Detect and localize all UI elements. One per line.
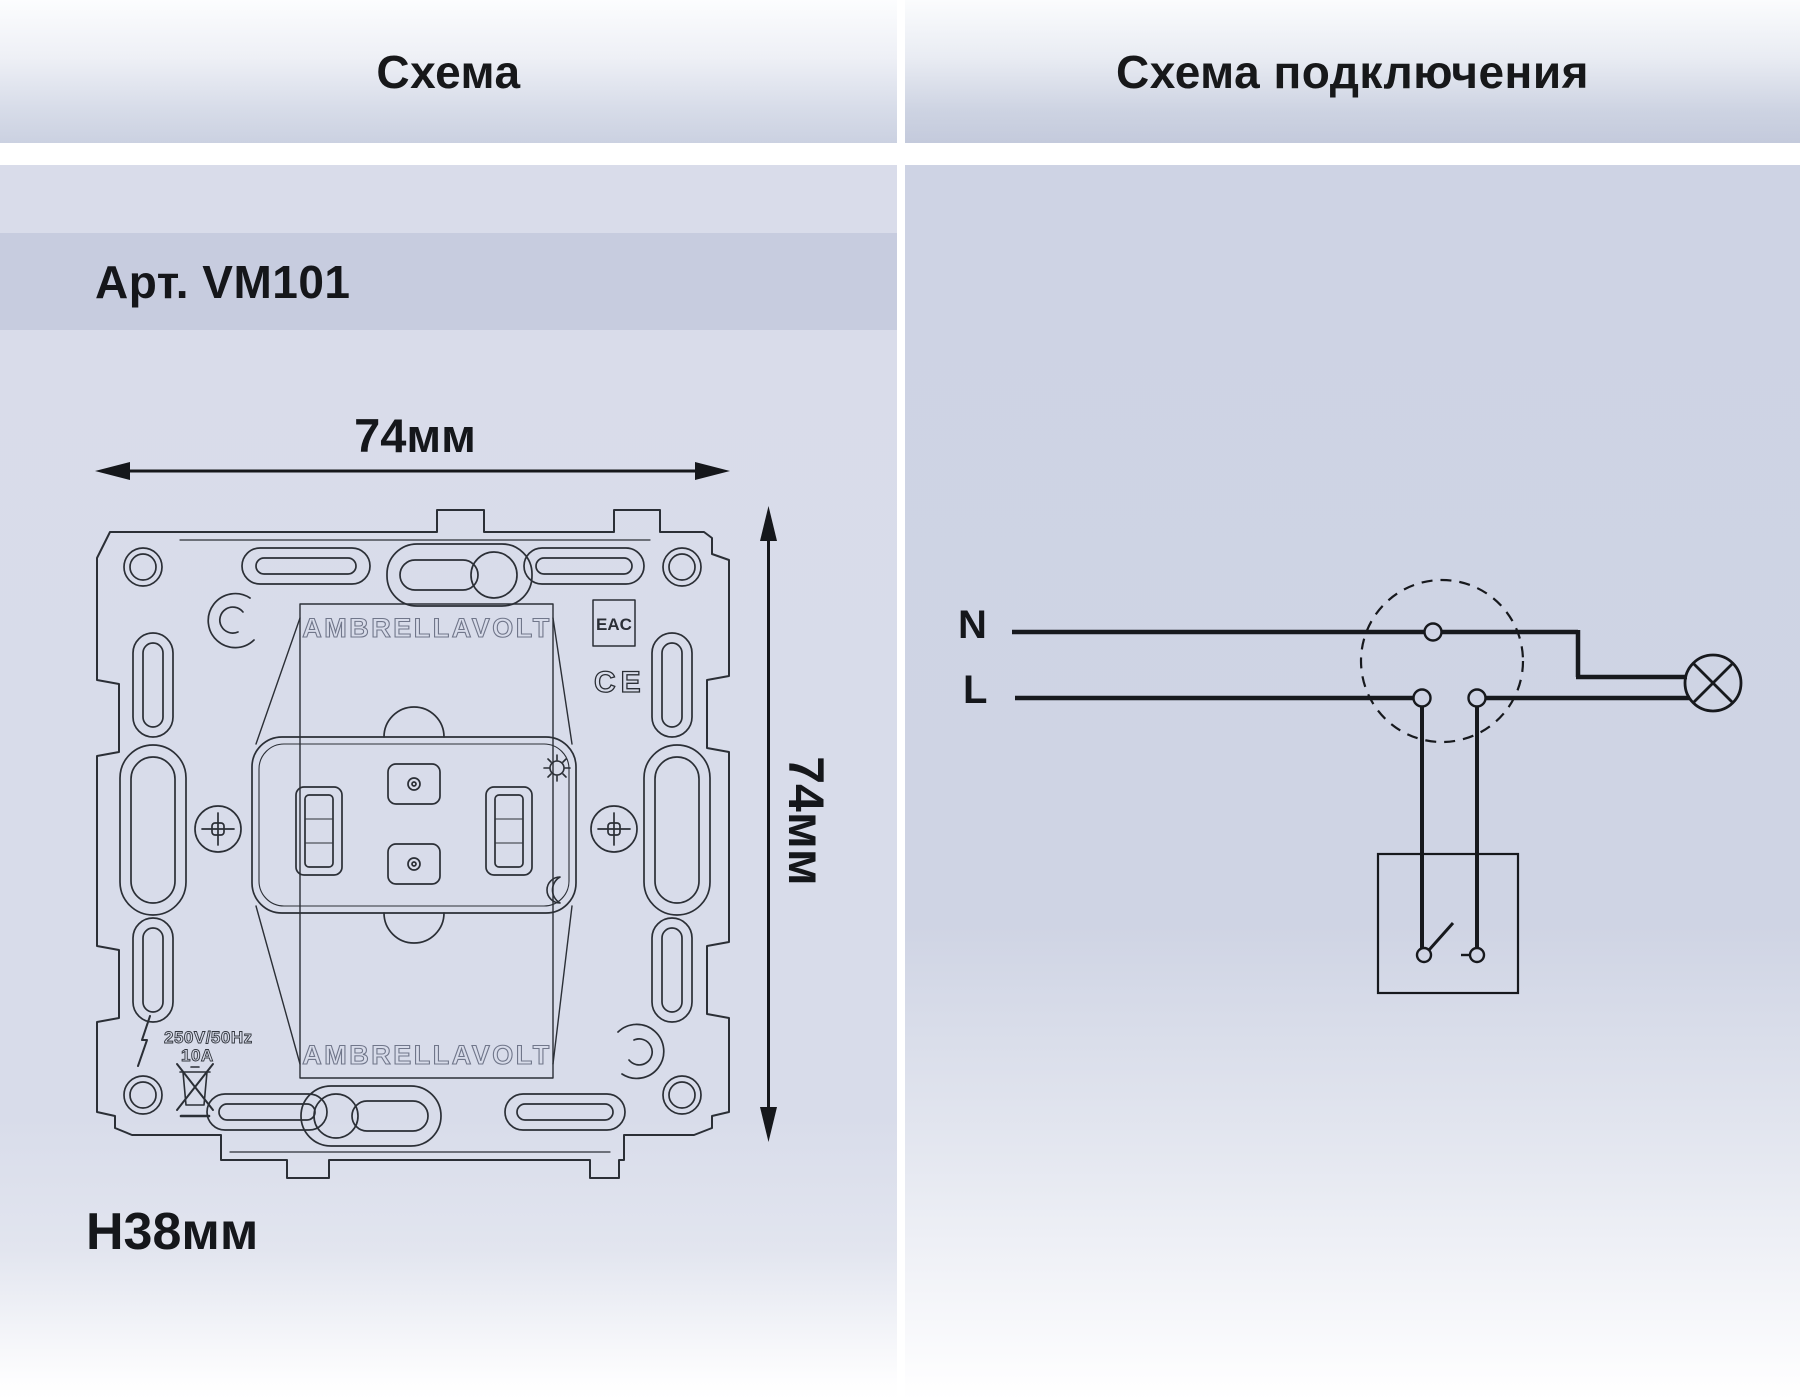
panel-wiring: Схема подключения [905,0,1800,1400]
dimension-width-label: 74мм [354,409,476,462]
right-body [905,165,1800,1400]
article-number: Арт. VM101 [95,255,351,308]
left-header-band: Схема [0,0,897,143]
line-wire-label: L [963,668,988,712]
dimension-height-label: 74мм [778,756,834,886]
panel-scheme: Схема Арт. VM101 [0,0,897,1400]
dimension-depth-label: H38мм [86,1203,259,1261]
right-header-band: Схема подключения [905,0,1800,143]
neutral-wire-label: N [958,603,987,647]
left-header-title: Схема [376,45,521,98]
right-header-title: Схема подключения [1116,45,1589,98]
article-band: Арт. VM101 [0,233,897,330]
